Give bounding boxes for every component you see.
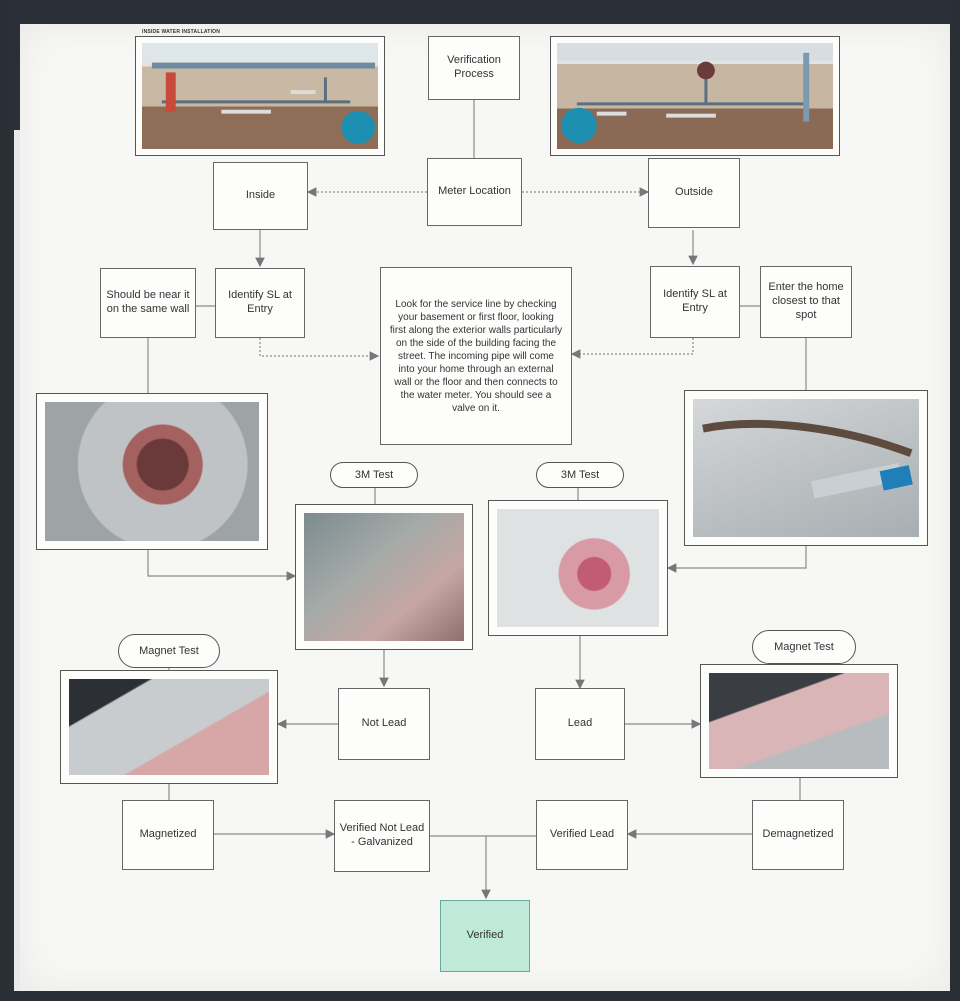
magnet-test-right-label: Magnet Test xyxy=(752,630,856,664)
window-top-bar xyxy=(0,0,960,24)
outside-installation-diagram xyxy=(550,36,840,156)
3m-test-left-label: 3M Test xyxy=(330,462,418,488)
inside-node: Inside xyxy=(213,162,308,230)
meter-location-node: Meter Location xyxy=(427,158,522,226)
identify-sl-inside-node: Identify SL at Entry xyxy=(215,268,305,338)
pipe-illustration xyxy=(702,420,913,499)
inside-cutaway-illustration xyxy=(142,43,378,145)
meter-photo-left xyxy=(36,393,268,550)
magnet-test-photo-right xyxy=(700,664,898,778)
outside-cutaway-illustration xyxy=(557,43,833,144)
magnet-test-left-label: Magnet Test xyxy=(118,634,220,668)
magnetized-node: Magnetized xyxy=(122,800,214,870)
3m-test-photo-left xyxy=(295,504,473,650)
pipe-photo-right xyxy=(684,390,928,546)
inside-installation-label: INSIDE WATER INSTALLATION xyxy=(142,29,221,35)
verified-node: Verified xyxy=(440,900,530,972)
demagnetized-node: Demagnetized xyxy=(752,800,844,870)
3m-test-photo-right xyxy=(488,500,668,636)
verified-lead-node: Verified Lead xyxy=(536,800,628,870)
instructions-node: Look for the service line by checking yo… xyxy=(380,267,572,445)
not-lead-node: Not Lead xyxy=(338,688,430,760)
lead-node: Lead xyxy=(535,688,625,760)
verified-not-lead-node: Verified Not Lead - Galvanized xyxy=(334,800,430,872)
should-be-near-node: Should be near it on the same wall xyxy=(100,268,196,338)
verification-process-node: Verification Process xyxy=(428,36,520,100)
identify-sl-outside-node: Identify SL at Entry xyxy=(650,266,740,338)
outside-node: Outside xyxy=(648,158,740,228)
magnet-test-photo-left xyxy=(60,670,278,784)
inside-installation-diagram: INSIDE WATER INSTALLATION xyxy=(135,29,385,156)
3m-test-right-label: 3M Test xyxy=(536,462,624,488)
enter-home-node: Enter the home closest to that spot xyxy=(760,266,852,338)
